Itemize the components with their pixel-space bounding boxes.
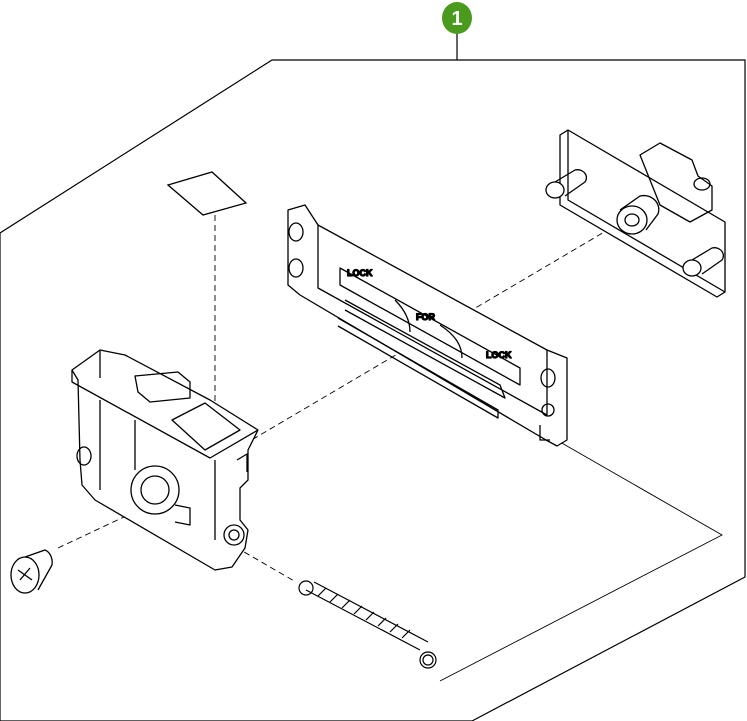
middle-slide-part: LOCK LOCK FOR	[288, 205, 567, 446]
front-housing-part	[72, 350, 258, 570]
direction-label-center: FOR	[416, 312, 435, 322]
lock-label-right: LOCK	[486, 350, 512, 360]
solid-leaders	[440, 442, 722, 681]
spring-leader-line	[440, 442, 722, 681]
callout-1-number: 1	[451, 8, 462, 30]
callout-1-badge: 1	[442, 2, 472, 34]
right-bracket-part	[546, 130, 725, 297]
lock-label-left: LOCK	[347, 268, 373, 278]
spring-part	[299, 581, 436, 668]
label-sticker	[168, 172, 246, 215]
screw-part	[11, 550, 52, 593]
